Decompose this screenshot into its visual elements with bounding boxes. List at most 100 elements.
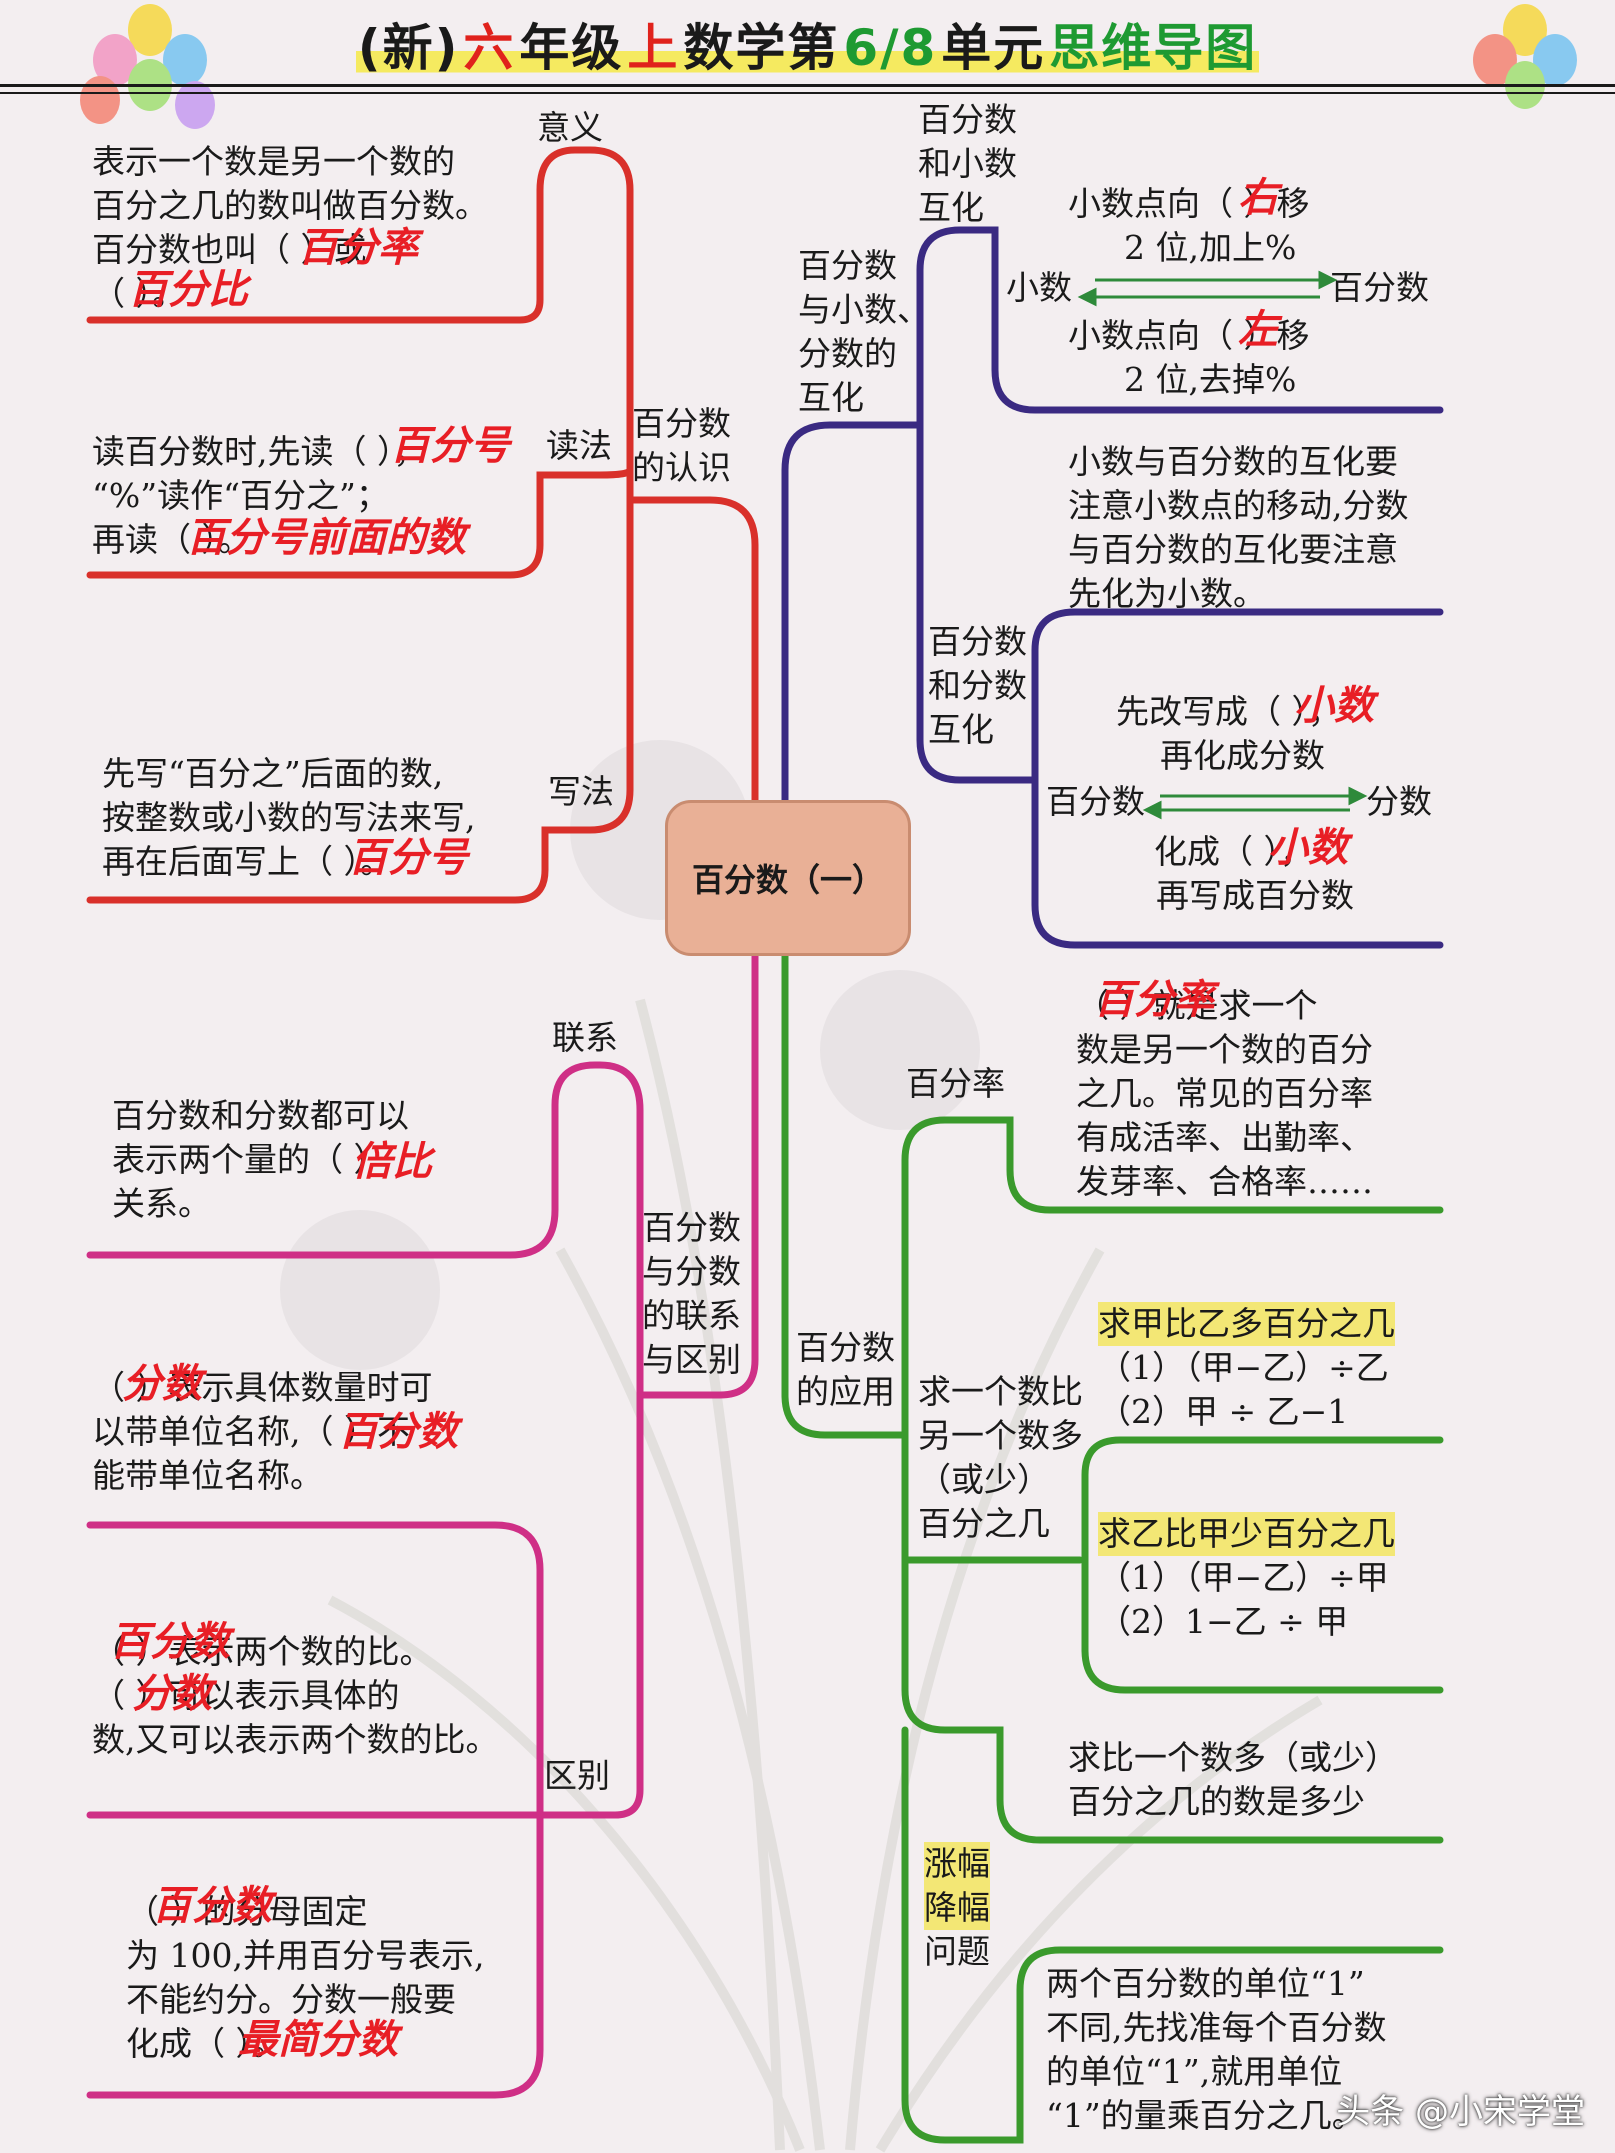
text-line: （ ）。	[92, 274, 185, 313]
text-line: 有成活率、出勤率、	[1076, 1118, 1373, 1157]
handwritten-answer: 百分数	[152, 1883, 272, 1929]
text-line: 关系。	[112, 1184, 211, 1223]
handwritten-answer: 百分号	[348, 835, 468, 881]
balloons-left	[80, 4, 215, 129]
label-line: 问题	[924, 1932, 990, 1971]
formula-line: （2）甲 ÷ 乙−1	[1098, 1392, 1349, 1431]
branch-label-recognition: 百分数 的认识	[632, 404, 731, 487]
title-part: (新)	[355, 19, 462, 77]
title-part: 六	[461, 19, 518, 77]
text-line: 两个百分数的单位“1”	[1046, 1964, 1365, 2003]
text-line: 百分之几的数叫做百分数。	[92, 186, 488, 225]
text-line: 数是另一个数的百分	[1076, 1030, 1373, 1069]
conversion-from: 小数	[1006, 268, 1072, 307]
handwritten-answer: 百分率	[298, 225, 418, 271]
qiubi2-text: 求比一个数多（或少） 百分之几的数是多少	[1068, 1736, 1398, 1824]
text-line: 读百分数时,先读（ ），	[92, 432, 427, 471]
title-part: 单元	[939, 19, 1048, 77]
text-line: 数,又可以表示两个数的比。	[92, 1720, 499, 1759]
text-line: “%”读作“百分之”；	[92, 476, 389, 515]
qiubi-b: 求乙比甲少百分之几 （1）（甲−乙）÷甲 （2）1−乙 ÷ 甲	[1098, 1512, 1395, 1644]
handwritten-answer: 倍比	[352, 1139, 432, 1185]
handwritten-answer: 百分数	[110, 1619, 230, 1665]
conversion-note: 小数与百分数的互化要 注意小数点的移动,分数 与百分数的互化要注意 先化为小数。	[1068, 440, 1409, 616]
fenshu-label: 百分数 和分数 互化	[928, 622, 1027, 749]
text-line: （ ）可以表示具体的	[92, 1676, 400, 1715]
handwritten-answer: 小数	[1268, 825, 1348, 871]
formula-heading: 求乙比甲少百分之几	[1098, 1512, 1395, 1556]
qubie-label: 区别	[544, 1756, 610, 1795]
lianxi-label: 联系	[552, 1018, 618, 1057]
handwritten-answer: 小数	[1294, 683, 1374, 729]
baifenlv-text: （ ）就是求一个 数是另一个数的百分 之几。常见的百分率 有成活率、出勤率、 发…	[1076, 984, 1373, 1204]
text-line: 按整数或小数的写法来写,	[102, 798, 476, 837]
watermark: 头条 @小宋学堂	[1336, 2092, 1585, 2132]
text-line: 能带单位名称。	[92, 1456, 323, 1495]
text-line: 百分数也叫（ ）或	[92, 230, 367, 269]
qubie-text-1: （ ）表示具体数量时可 以带单位名称,（ ）不 能带单位名称。	[92, 1366, 433, 1498]
handwritten-answer: 百分率	[1094, 977, 1214, 1023]
text-line: 先写“百分之”后面的数,	[102, 754, 444, 793]
qiubi-label: 求一个数比 另一个数多 （或少） 百分之几	[918, 1372, 1083, 1543]
text-line: 发芽率、合格率……	[1076, 1162, 1373, 1201]
conversion-to: 百分数	[1330, 268, 1429, 307]
conversion-arrows	[1077, 270, 1368, 820]
page-title: (新)六年级上数学第6/8单元思维导图	[0, 8, 1615, 80]
baifenlv-label: 百分率	[906, 1064, 1005, 1103]
qiubi-a: 求甲比乙多百分之几 （1）（甲−乙）÷乙 （2）甲 ÷ 乙−1	[1098, 1302, 1395, 1434]
text-line: 不能约分。分数一般要	[126, 1980, 456, 2019]
xiaoshu-label: 百分数 和小数 互化	[918, 100, 1017, 227]
text-line: 表示一个数是另一个数的	[92, 142, 455, 181]
xiaoshu-top-1: 小数点向（ ）移	[1068, 184, 1310, 223]
yiyi-text: 表示一个数是另一个数的 百分之几的数叫做百分数。 百分数也叫（ ）或 （ ）。	[92, 140, 488, 316]
title-rule	[0, 92, 1615, 94]
text-line: 求比一个数多（或少）	[1068, 1738, 1398, 1777]
text-line: 百分之几的数是多少	[1068, 1782, 1365, 1821]
text-line: “1”的量乘百分之几。	[1046, 2096, 1365, 2135]
text-line: 再读（ ）。	[92, 520, 251, 559]
formula-line: （1）（甲−乙）÷乙	[1098, 1348, 1389, 1387]
zhangfu-label: 涨幅 降幅 问题	[924, 1842, 990, 1974]
label-line: 涨幅	[924, 1842, 990, 1886]
plant-decoration	[327, 998, 1323, 2153]
xiefa-text: 先写“百分之”后面的数, 按整数或小数的写法来写, 再在后面写上（ ）。	[102, 752, 476, 884]
text-line: 以带单位名称,（ ）不	[92, 1412, 410, 1451]
text-line: 先化为小数。	[1068, 574, 1266, 613]
fenshu-top-1: 先改写成（ ），	[1116, 692, 1341, 731]
xiaoshu-bottom-2: 2 位,去掉%	[1124, 360, 1297, 399]
conversion-from: 百分数	[1046, 782, 1145, 821]
text-line: （ ）表示两个数的比。	[92, 1632, 433, 1671]
text-line: 注意小数点的移动,分数	[1068, 486, 1409, 525]
formula-heading: 求甲比乙多百分之几	[1098, 1302, 1395, 1346]
handwritten-answer: 百分数	[338, 1409, 458, 1455]
text-line: 化成（ ）。	[126, 2024, 285, 2063]
handwritten-answer: 分数	[122, 1361, 202, 1407]
balloons-right	[1473, 4, 1577, 109]
text-line: 百分数和分数都可以	[112, 1096, 409, 1135]
yiyi-label: 意义	[537, 108, 603, 147]
text-line: 小数与百分数的互化要	[1068, 442, 1398, 481]
text-line: 之几。常见的百分率	[1076, 1074, 1373, 1113]
xiaoshu-bottom-1: 小数点向（ ）移	[1068, 316, 1310, 355]
fenshu-bottom-2: 再写成百分数	[1156, 876, 1354, 915]
lianxi-text: 百分数和分数都可以 表示两个量的（ ） 关系。	[112, 1094, 409, 1226]
fenshu-bottom-1: 化成（ ），	[1154, 832, 1313, 871]
label-line: 降幅	[924, 1886, 990, 1930]
text-line: （ ）的分母固定	[126, 1892, 368, 1931]
branch-label-conversion: 百分数 与小数、 分数的 互化	[798, 246, 930, 417]
dufa-label: 读法	[546, 426, 612, 465]
text-line: 与百分数的互化要注意	[1068, 530, 1398, 569]
title-part: 6/8	[841, 19, 940, 77]
title-part: 思维导图	[1047, 19, 1260, 77]
title-rule	[0, 84, 1615, 87]
conversion-to: 分数	[1366, 782, 1432, 821]
text-line: 表示两个量的（ ）	[112, 1140, 387, 1179]
qubie-text-3: （ ）的分母固定 为 100,并用百分号表示, 不能约分。分数一般要 化成（ ）…	[126, 1890, 484, 2066]
handwritten-answer: 最简分数	[238, 2017, 398, 2063]
branch-label-relation: 百分数 与分数 的联系 与区别	[642, 1208, 741, 1379]
handwritten-answer: 百分号前面的数	[186, 515, 466, 561]
xiefa-label: 写法	[548, 772, 614, 811]
text-line: 为 100,并用百分号表示,	[126, 1936, 485, 1975]
